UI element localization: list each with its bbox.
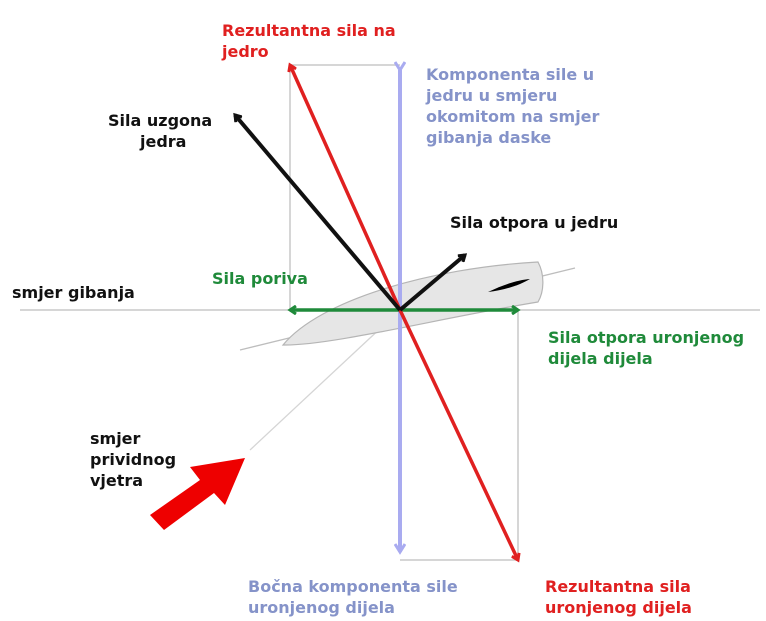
label-lateral-component: Bočna komponenta sile uronjenog dijela	[248, 577, 458, 617]
label-propulsion: Sila poriva	[212, 269, 308, 288]
apparent-wind-arrow	[150, 458, 245, 530]
label-lift-force: Sila uzgona jedra	[108, 111, 213, 151]
board-hull	[281, 261, 544, 346]
resultant-submerged-arrow	[398, 309, 518, 560]
label-resultant-submerged: Rezultantna sila uronjenog dijela	[545, 577, 692, 617]
label-resultant-sail: Rezultantna sila na jedro	[222, 21, 396, 61]
sail-drag-arrow	[398, 255, 465, 312]
fin	[488, 279, 530, 292]
label-perpendicular-component: Komponenta sile u jedru u smjeru okomito…	[426, 65, 600, 147]
lift-arrow	[235, 115, 402, 312]
label-direction-of-motion: smjer gibanja	[12, 283, 135, 302]
construction-lines	[289, 64, 519, 561]
label-submerged-drag: Sila otpora uronjenog dijela dijela	[548, 328, 745, 368]
resultant-sail-arrow	[290, 65, 402, 311]
label-sail-drag: Sila otpora u jedru	[450, 213, 619, 232]
label-apparent-wind: smjer prividnog vjetra	[90, 429, 177, 490]
